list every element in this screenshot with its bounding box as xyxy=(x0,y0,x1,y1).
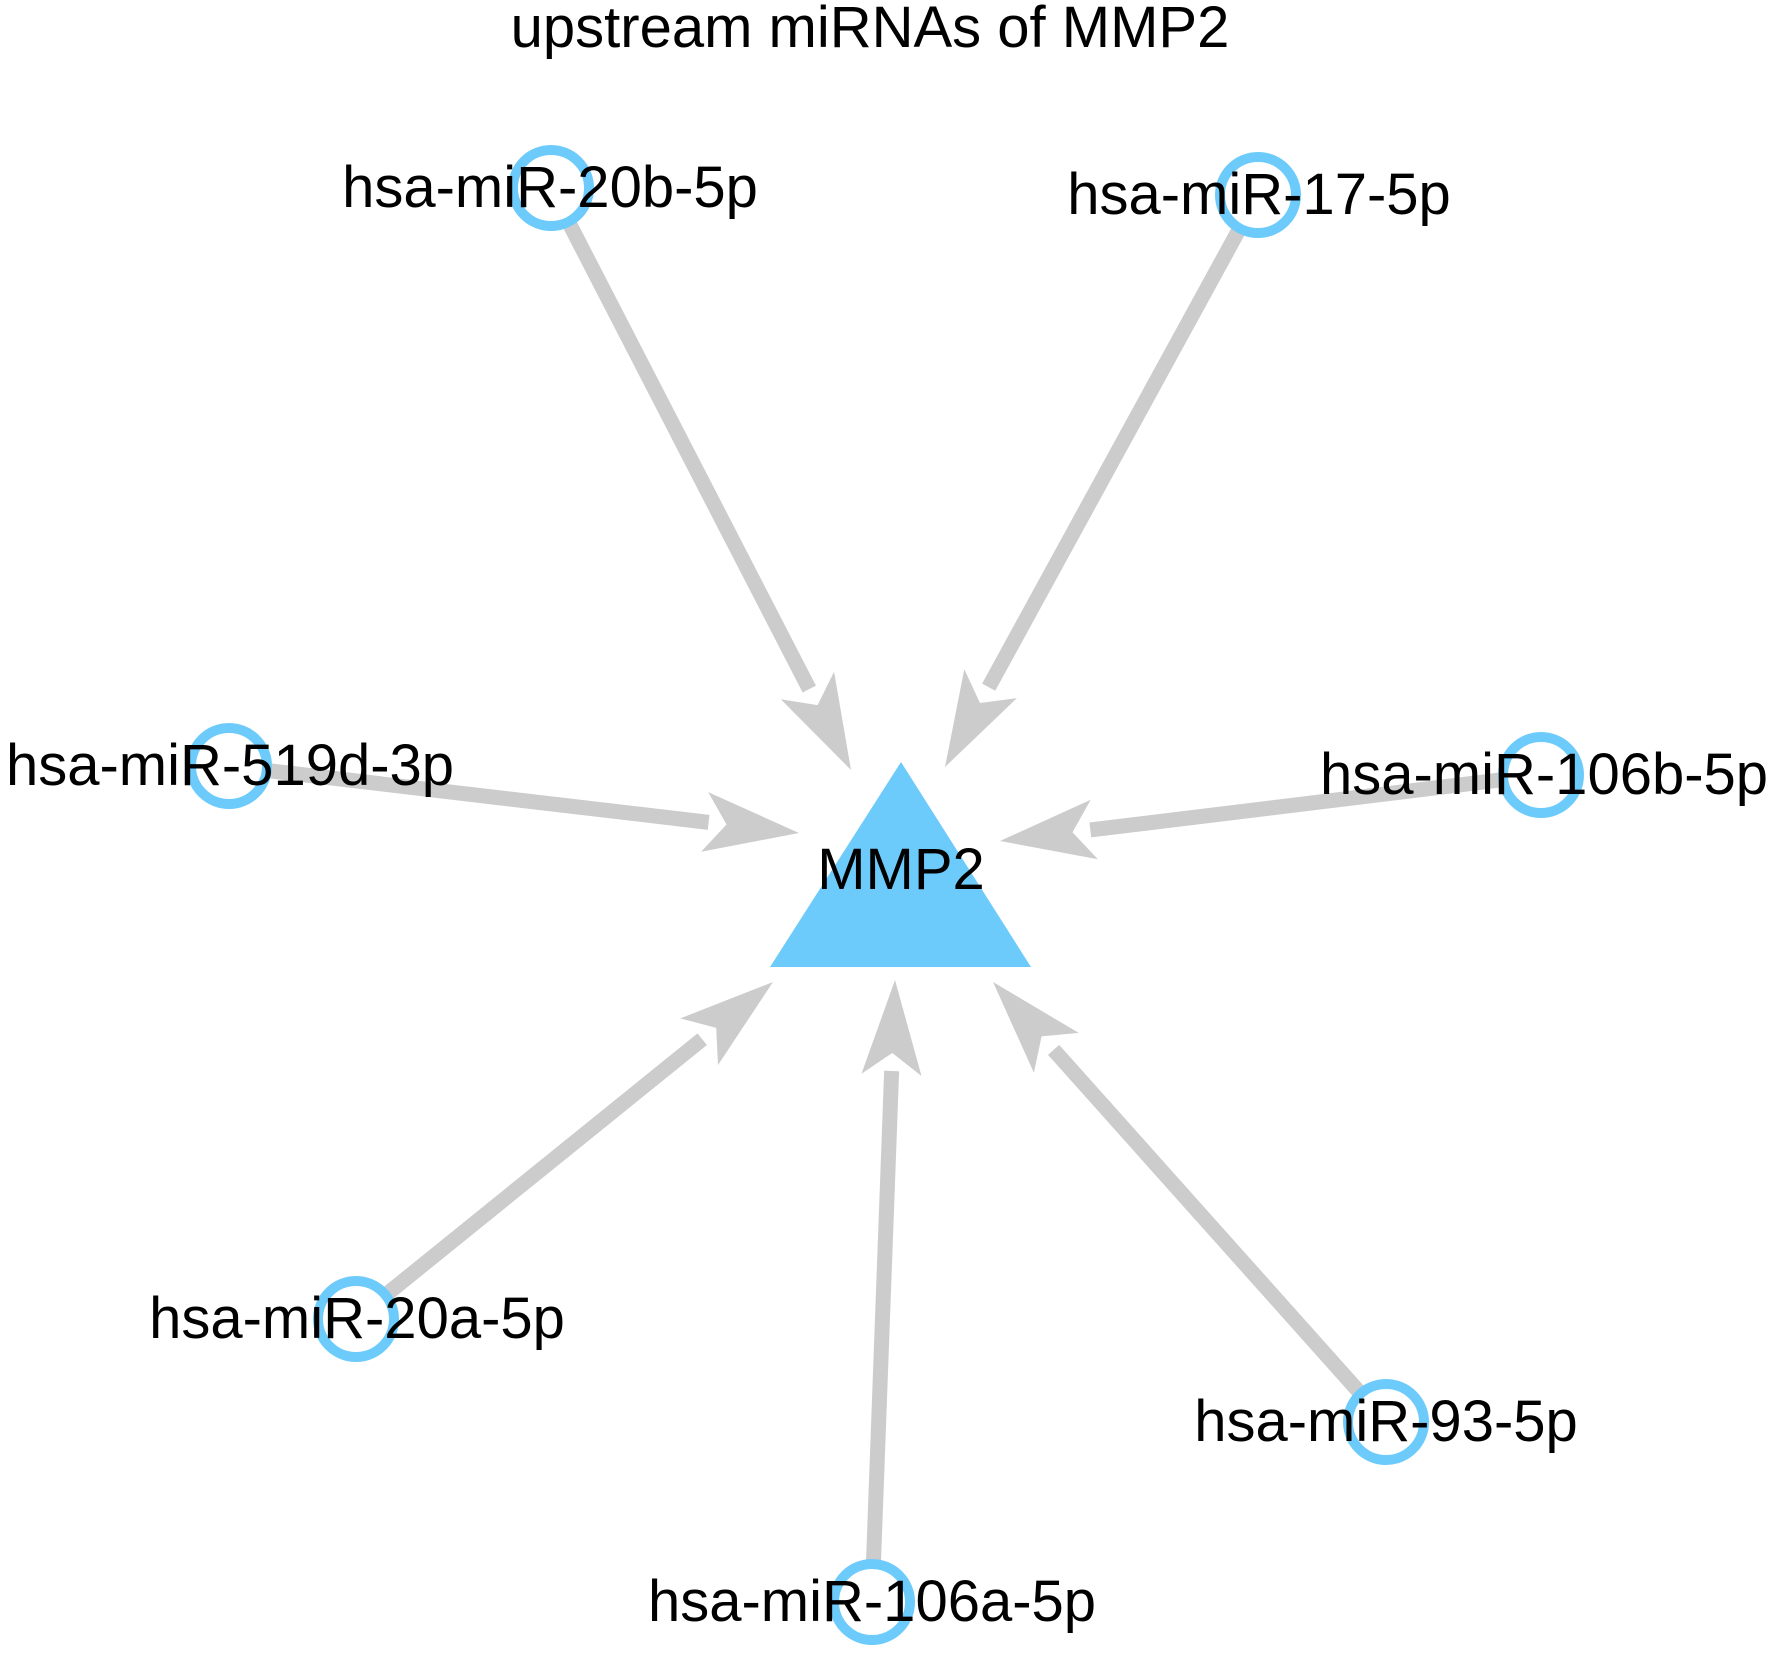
edge-line xyxy=(561,218,816,693)
mirna-node[interactable]: hsa-miR-17-5p xyxy=(1067,152,1451,238)
mirna-node[interactable]: hsa-miR-20b-5p xyxy=(342,145,758,231)
mirna-circle xyxy=(1343,1379,1429,1465)
mirna-label: hsa-miR-20a-5p xyxy=(149,1286,565,1351)
edge-line xyxy=(1048,1044,1367,1399)
arrowhead-icon xyxy=(680,982,773,1065)
edge-line xyxy=(265,762,710,830)
mirna-label: hsa-miR-20b-5p xyxy=(342,155,758,220)
hub-label: MMP2 xyxy=(817,837,985,902)
mirna-label: hsa-miR-93-5p xyxy=(1194,1389,1578,1454)
edge-line xyxy=(380,1033,707,1301)
edge-hsa-miR-93-5p xyxy=(993,982,1367,1399)
mirna-node[interactable]: hsa-miR-106a-5p xyxy=(648,1559,1096,1645)
mirna-circle xyxy=(186,723,272,809)
hub-node[interactable]: MMP2 xyxy=(770,762,1031,967)
arrowhead-icon xyxy=(861,980,922,1076)
mirna-node[interactable]: hsa-miR-93-5p xyxy=(1194,1379,1578,1465)
mirna-circle xyxy=(313,1276,399,1362)
mirna-label: hsa-miR-106b-5p xyxy=(1320,742,1768,807)
mirna-label: hsa-miR-17-5p xyxy=(1067,162,1451,227)
arrowhead-icon xyxy=(701,792,799,852)
arrowhead-icon xyxy=(945,669,1017,767)
edge-line xyxy=(982,224,1247,691)
mirna-label: hsa-miR-519d-3p xyxy=(6,733,454,798)
mirna-circle xyxy=(1215,152,1301,238)
edge-hsa-miR-106a-5p xyxy=(861,980,922,1565)
edge-hsa-miR-17-5p xyxy=(945,224,1247,767)
edge-hsa-miR-519d-3p xyxy=(265,762,799,852)
edge-hsa-miR-20b-5p xyxy=(561,218,851,770)
edge-line xyxy=(1089,772,1505,838)
edge-line xyxy=(865,1070,900,1565)
mirna-circle xyxy=(829,1559,915,1645)
mirna-node[interactable]: hsa-miR-20a-5p xyxy=(149,1276,565,1362)
arrowhead-icon xyxy=(1000,799,1098,860)
edge-hsa-miR-20a-5p xyxy=(380,982,773,1301)
mirna-node[interactable]: hsa-miR-519d-3p xyxy=(6,723,454,809)
diagram-title: upstream miRNAs of MMP2 xyxy=(511,0,1230,60)
edge-layer xyxy=(265,218,1505,1565)
mirna-node[interactable]: hsa-miR-106b-5p xyxy=(1320,732,1768,818)
mirna-node-layer: hsa-miR-20b-5p hsa-miR-17-5p hsa-miR-519d-… xyxy=(6,145,1768,1645)
edge-hsa-miR-106b-5p xyxy=(1000,772,1505,860)
mirna-circle xyxy=(508,145,594,231)
mirna-label: hsa-miR-106a-5p xyxy=(648,1569,1096,1634)
arrowhead-icon xyxy=(993,982,1079,1073)
mirna-circle xyxy=(1498,732,1584,818)
arrowhead-icon xyxy=(780,671,851,770)
hub-triangle xyxy=(770,762,1031,967)
